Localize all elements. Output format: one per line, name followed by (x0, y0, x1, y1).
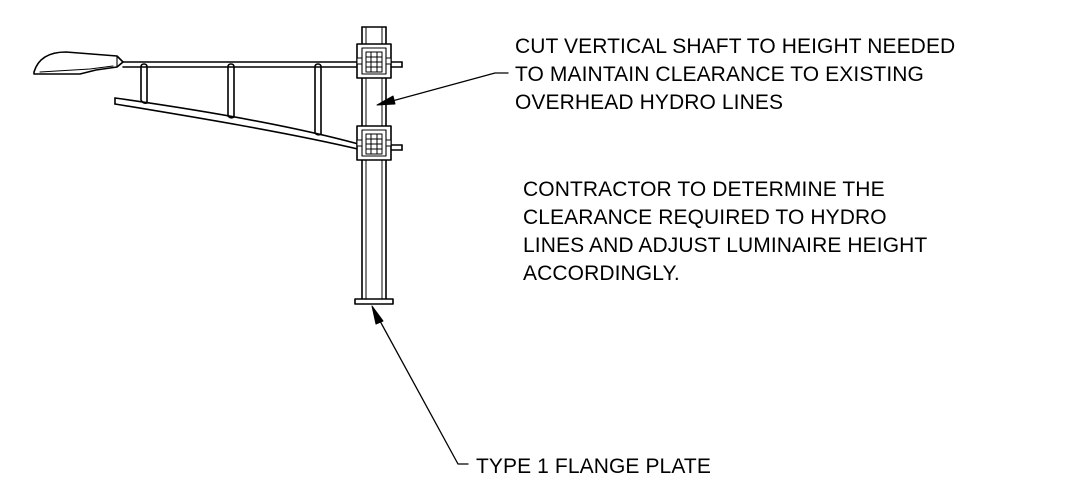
contractor-clearance-note: CONTRACTOR TO DETERMINE THE CLEARANCE RE… (523, 176, 927, 288)
flange-leader (371, 305, 469, 465)
contractor-note-line-1: CONTRACTOR TO DETERMINE THE (523, 178, 885, 201)
shaft-leader (376, 72, 509, 106)
luminaire-head (33, 51, 124, 75)
shaft-note-line-3: OVERHEAD HYDRO LINES (515, 91, 784, 114)
contractor-note-line-3: LINES AND ADJUST LUMINAIRE HEIGHT (523, 234, 928, 257)
lower-clamp (356, 125, 392, 161)
shaft-note-line-2: TO MAINTAIN CLEARANCE TO EXISTING (515, 63, 924, 86)
shaft-note-line-1: CUT VERTICAL SHAFT TO HEIGHT NEEDED (515, 35, 956, 58)
flange-plate-label: TYPE 1 FLANGE PLATE (476, 453, 711, 481)
contractor-note-line-4: ACCORDINGLY. (523, 262, 680, 285)
upper-clamp (356, 43, 392, 79)
arm-braces (140, 63, 322, 136)
flange-label-text: TYPE 1 FLANGE PLATE (476, 455, 711, 478)
shaft-height-note: CUT VERTICAL SHAFT TO HEIGHT NEEDED TO M… (515, 33, 955, 117)
flange-plate (354, 298, 394, 305)
contractor-note-line-2: CLEARANCE REQUIRED TO HYDRO (523, 206, 887, 229)
